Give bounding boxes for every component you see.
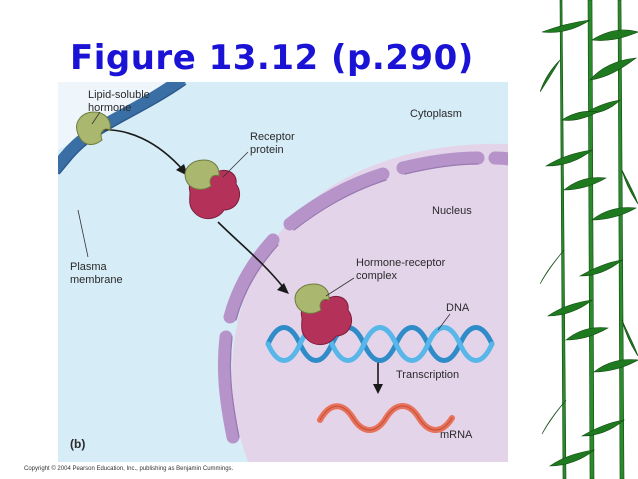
pathway-arrows: [95, 128, 379, 387]
mrna-strand-highlight: [319, 405, 453, 431]
label-plasma-2: membrane: [70, 274, 123, 286]
label-dna: DNA: [446, 302, 470, 314]
bound-hormone: [184, 159, 220, 190]
hormone-receptor-diagram: Lipid-soluble hormone Receptor protein C…: [58, 82, 508, 462]
panel-label: (b): [70, 437, 85, 451]
label-mrna: mRNA: [440, 429, 473, 441]
slide-title: Figure 13.12 (p.290): [70, 38, 474, 78]
copyright-notice: Copyright © 2004 Pearson Education, Inc.…: [24, 466, 234, 472]
label-complex-1: Hormone-receptor: [356, 257, 446, 269]
bamboo-decoration: [540, 0, 638, 479]
label-receptor-2: protein: [250, 144, 284, 156]
nuclear-envelope-inner: [229, 163, 479, 438]
label-nucleus: Nucleus: [432, 205, 472, 217]
dna-helix: [265, 325, 495, 363]
free-hormone: [76, 111, 111, 146]
label-plasma-1: Plasma: [70, 261, 108, 273]
label-receptor-1: Receptor: [250, 131, 295, 143]
nuclear-envelope: [217, 151, 508, 444]
label-leader-lines: [77, 111, 451, 331]
complex-hormone: [294, 283, 330, 314]
label-hormone-1: Lipid-soluble: [88, 89, 150, 101]
label-hormone-2: hormone: [88, 102, 131, 114]
label-complex-2: complex: [356, 270, 397, 282]
label-cytoplasm: Cytoplasm: [410, 108, 462, 120]
label-transcription: Transcription: [396, 369, 459, 381]
